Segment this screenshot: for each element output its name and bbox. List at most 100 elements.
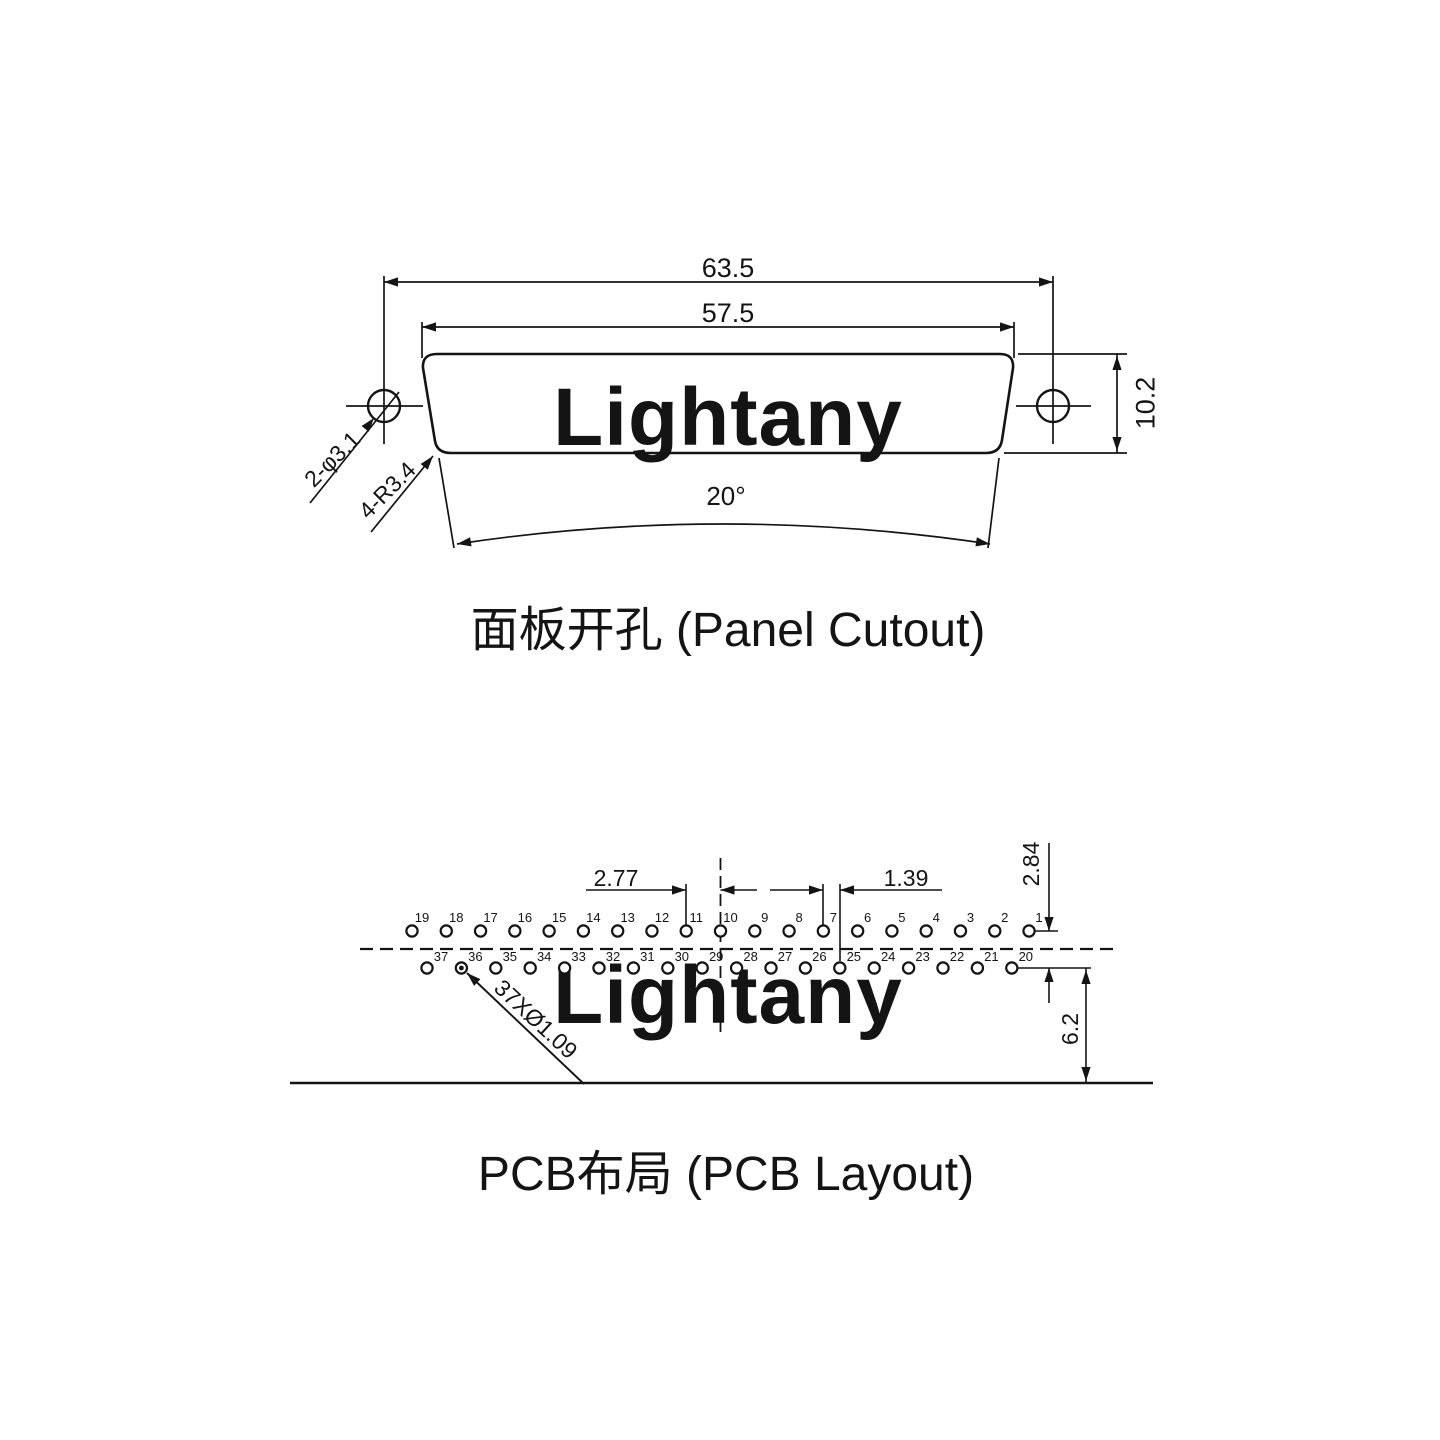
pin-hole-14 (576, 924, 591, 938)
pin-hole-25 (833, 961, 847, 975)
pin-hole-5 (885, 924, 899, 938)
dimension-lines (309, 276, 1127, 549)
pin-number: 12 (655, 910, 669, 925)
pin-number: 15 (552, 910, 566, 925)
pin-number: 26 (812, 949, 826, 964)
pin-number: 2 (1001, 910, 1008, 925)
arrowhead (457, 537, 472, 547)
pcb-layout-caption: PCB布局 (PCB Layout) (478, 1148, 974, 1201)
watermarks: Lightany Lightany (553, 372, 903, 1041)
pin-hole-12 (645, 924, 659, 938)
panel-cutout-view: 63.5 57.5 10.2 2-φ3.1 4-R3.4 20° 面板开孔 (P… (299, 253, 1160, 657)
arrowhead (1081, 970, 1091, 984)
pin-number: 3 (967, 910, 974, 925)
pin-hole-23 (901, 961, 916, 975)
pin-hole-26 (798, 961, 813, 975)
dim-cutout-width: 57.5 (702, 298, 755, 328)
pin-number: 18 (449, 910, 463, 925)
pin-number: 32 (606, 949, 620, 964)
dim-mount-holes: 2-φ3.1 (299, 426, 365, 492)
dim-line (370, 455, 434, 533)
arrowhead (1112, 437, 1122, 451)
pin-hole-11 (679, 924, 693, 938)
watermark-top: Lightany (553, 372, 903, 463)
pin-number: 24 (881, 949, 895, 964)
dim-overall-width: 63.5 (702, 253, 755, 283)
pin-hole-16 (508, 924, 522, 938)
cutout-outline (421, 352, 1015, 455)
arrowhead (840, 885, 854, 895)
arrowhead (975, 537, 990, 547)
pin-number: 36 (468, 949, 482, 964)
pin-number: 13 (620, 910, 634, 925)
pin-hole-center-dot (459, 965, 464, 971)
dim-cutout-height: 10.2 (1130, 377, 1160, 430)
pin-hole-6 (850, 924, 865, 938)
arrowhead (1044, 968, 1054, 982)
pin-hole-13 (610, 924, 625, 938)
mount-hole-left (366, 388, 402, 424)
pin-number: 5 (898, 910, 905, 925)
pin-hole-34 (523, 961, 537, 975)
pin-number: 14 (586, 910, 600, 925)
pin-hole-31 (626, 961, 641, 975)
arrowhead (1039, 277, 1053, 287)
dim-pin-pitch: 2.77 (594, 865, 639, 891)
pin-number: 9 (761, 910, 768, 925)
pin-number: 20 (1019, 949, 1033, 964)
pin-number: 11 (689, 910, 703, 925)
pin-hole-17 (473, 924, 488, 938)
arrowhead (422, 322, 436, 332)
arrowhead (1081, 1067, 1091, 1081)
pin-hole-35 (489, 961, 503, 975)
pin-number: 8 (795, 910, 802, 925)
dim-line (309, 391, 400, 504)
pin-hole-4 (919, 924, 933, 938)
pin-number: 35 (503, 949, 517, 964)
arrowhead (361, 418, 374, 432)
pin-hole-28 (729, 961, 744, 975)
pin-number: 34 (537, 949, 551, 964)
pin-hole-15 (542, 924, 556, 938)
pin-number: 10 (723, 910, 737, 925)
pin-number: 25 (847, 949, 861, 964)
pin-number: 21 (984, 949, 998, 964)
pin-number: 1 (1035, 910, 1042, 925)
pin-number: 27 (778, 949, 792, 964)
pin-hole-8 (782, 924, 796, 938)
arrowhead (384, 277, 398, 287)
pin-hole-33 (557, 961, 572, 975)
pin-hole-21 (970, 961, 985, 975)
pin-number: 30 (675, 949, 689, 964)
pin-number: 31 (640, 949, 654, 964)
pin-number: 16 (518, 910, 532, 925)
angle-arc (456, 523, 991, 545)
mount-hole-right (1035, 388, 1071, 424)
pin-hole-22 (936, 961, 950, 975)
arrowhead (1000, 322, 1014, 332)
pin-hole-3 (953, 924, 968, 938)
arrowhead (809, 885, 823, 895)
dim-edge-distance: 6.2 (1057, 1013, 1083, 1045)
dim-row-stagger: 1.39 (884, 865, 929, 891)
pin-number: 23 (915, 949, 929, 964)
pin-hole-24 (867, 961, 881, 975)
pin-number: 37 (434, 949, 448, 964)
pin-hole-27 (764, 961, 778, 975)
arrowhead (420, 456, 433, 470)
pin-hole-30 (661, 961, 675, 975)
pin-hole-37 (420, 961, 434, 975)
dim-line (987, 457, 1000, 549)
pin-number: 17 (483, 910, 497, 925)
dim-line (466, 972, 585, 1085)
panel-cutout-caption: 面板开孔 (Panel Cutout) (471, 604, 986, 657)
arrowhead (1112, 356, 1122, 370)
pin-hole-18 (439, 924, 453, 938)
dimension-lines (466, 843, 1091, 1085)
pin-hole-20 (1005, 961, 1019, 975)
pin-hole-10 (713, 924, 728, 938)
